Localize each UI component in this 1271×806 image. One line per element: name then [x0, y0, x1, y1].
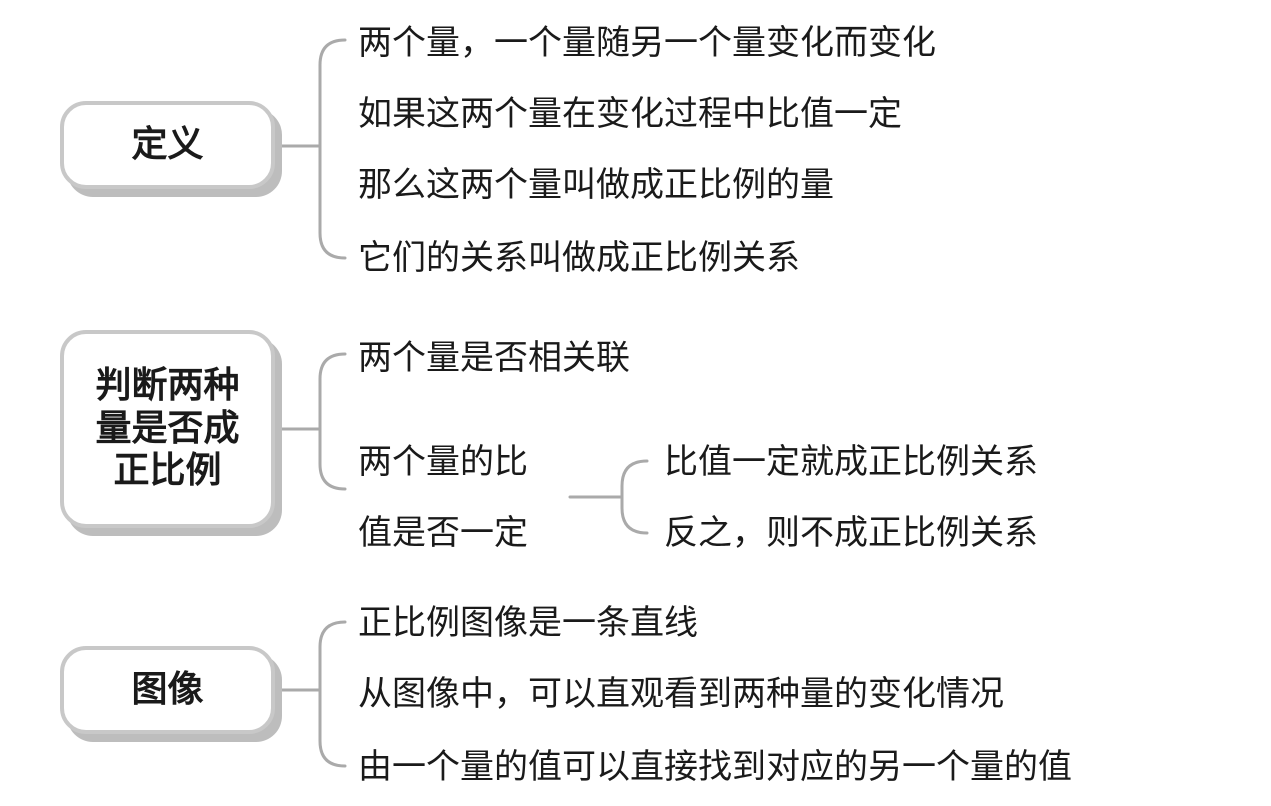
judgement-title-line-1: 判断两种 [95, 365, 240, 407]
judgement-point-2-line-2: 值是否一定 [358, 513, 528, 553]
definition-title: 定义 [131, 123, 204, 165]
graph-line-3: 由一个量的值可以直接找到对应的另一个量的值 [358, 747, 1072, 787]
judgement-title: 判断两种 量是否成 正比例 [95, 365, 239, 492]
judgement-point-1: 两个量是否相关联 [358, 338, 630, 378]
definition-line-2: 如果这两个量在变化过程中比值一定 [358, 94, 902, 134]
judgement-title-line-2: 量是否成 [95, 407, 240, 449]
definition-bracket [318, 38, 347, 260]
judgement-point-2-line-1: 两个量的比 [358, 442, 528, 482]
judgement-title-line-3: 正比例 [113, 450, 222, 492]
graph-line-1: 正比例图像是一条直线 [358, 603, 698, 643]
definition-line-4: 它们的关系叫做成正比例关系 [358, 238, 800, 278]
judgement-sub-1: 比值一定就成正比例关系 [664, 442, 1038, 482]
graph-title: 图像 [131, 668, 204, 710]
definition-node: 定义 [60, 101, 275, 189]
judgement-node: 判断两种 量是否成 正比例 [60, 330, 275, 528]
graph-node: 图像 [60, 646, 275, 734]
graph-bracket [318, 620, 347, 768]
judgement-bracket [318, 352, 347, 491]
judgement-sub-2: 反之，则不成正比例关系 [664, 513, 1038, 553]
definition-line-3: 那么这两个量叫做成正比例的量 [358, 165, 834, 205]
ratio-bracket [620, 459, 649, 535]
definition-line-1: 两个量，一个量随另一个量变化而变化 [358, 23, 936, 63]
graph-line-2: 从图像中，可以直观看到两种量的变化情况 [358, 674, 1004, 714]
